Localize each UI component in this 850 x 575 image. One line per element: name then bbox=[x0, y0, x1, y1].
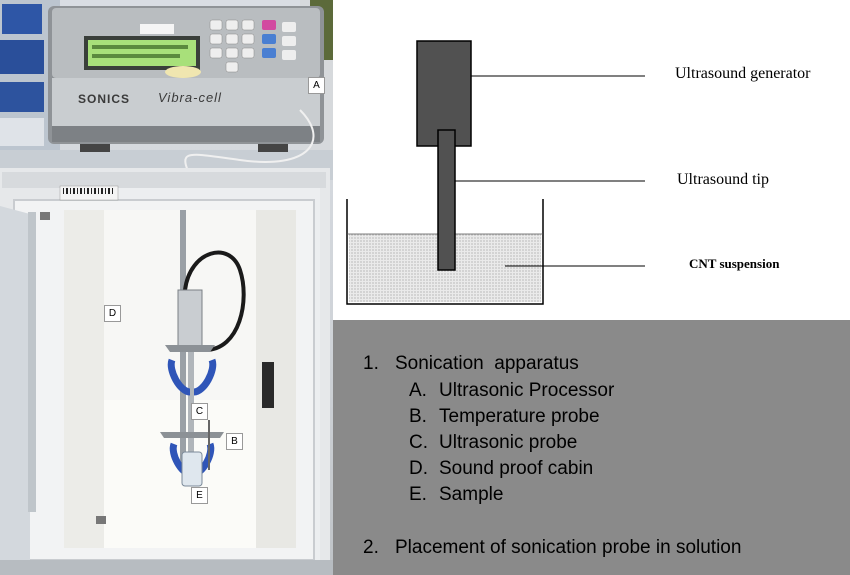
label-d: D bbox=[104, 305, 121, 322]
generator-label: Ultrasound generator bbox=[675, 65, 811, 82]
keypad bbox=[209, 19, 255, 73]
brand-sonics: SONICS bbox=[78, 92, 131, 106]
label-a: A bbox=[308, 77, 325, 94]
suspension-label: CNT suspension bbox=[689, 256, 780, 271]
blue-box-2 bbox=[0, 40, 44, 74]
schematic-drawing bbox=[346, 40, 645, 305]
legend-second-text: Placement of sonication probe in solutio… bbox=[395, 537, 742, 558]
legend-item-letter: D. bbox=[409, 458, 428, 479]
beaker bbox=[346, 199, 544, 305]
legend-item-text: Sample bbox=[439, 484, 504, 505]
sonication-schematic: Ultrasound generator Ultrasound tip CNT … bbox=[333, 0, 850, 320]
side-switch bbox=[262, 362, 274, 408]
probe-cable bbox=[183, 250, 246, 352]
legend-item-letter: A. bbox=[409, 380, 427, 401]
apparatus-photo: SONICS Vibra-cell A D C B E bbox=[0, 0, 333, 575]
legend-item-letter: B. bbox=[409, 406, 427, 427]
legend-item-letter: C. bbox=[409, 432, 428, 453]
legend-heading-number: 1. bbox=[363, 353, 379, 374]
legend-item-text: Temperature probe bbox=[439, 406, 600, 427]
legend-second: 2. Placement of sonication probe in solut… bbox=[363, 537, 741, 559]
label-c: C bbox=[191, 403, 208, 420]
label-b: B bbox=[226, 433, 243, 450]
sample-vial bbox=[181, 451, 203, 487]
legend-heading-text: Sonication apparatus bbox=[395, 353, 579, 374]
legend-item: B. Temperature probe bbox=[409, 406, 600, 428]
brand-vibracell: Vibra-cell bbox=[158, 90, 222, 105]
label-e: E bbox=[191, 487, 208, 504]
legend-item-text: Ultrasonic probe bbox=[439, 432, 578, 453]
legend-item: A. Ultrasonic Processor bbox=[409, 380, 614, 402]
ultrasound-generator bbox=[416, 40, 472, 147]
blue-box-1 bbox=[2, 4, 42, 34]
blue-clamp-upper-right bbox=[193, 358, 217, 396]
blue-clamp-upper-left bbox=[167, 358, 191, 396]
legend-item-letter: E. bbox=[409, 484, 427, 505]
legend: 1. Sonication apparatus A. Ultrasonic Proc… bbox=[333, 320, 850, 575]
ultrasound-tip bbox=[437, 129, 456, 271]
legend-heading: 1. Sonication apparatus bbox=[363, 353, 579, 375]
temperature-probe-rod bbox=[208, 420, 210, 470]
legend-item: D. Sound proof cabin bbox=[409, 458, 593, 480]
legend-item-text: Ultrasonic Processor bbox=[439, 380, 615, 401]
apparatus-photo-drawing bbox=[0, 0, 333, 575]
legend-item: C. Ultrasonic probe bbox=[409, 432, 577, 454]
legend-item: E. Sample bbox=[409, 484, 503, 506]
tip-label: Ultrasound tip bbox=[677, 171, 769, 188]
probe-converter bbox=[177, 289, 203, 351]
lcd-display bbox=[88, 40, 196, 66]
legend-item-text: Sound proof cabin bbox=[439, 458, 594, 479]
blue-box-3 bbox=[0, 82, 44, 112]
legend-second-number: 2. bbox=[363, 537, 379, 558]
